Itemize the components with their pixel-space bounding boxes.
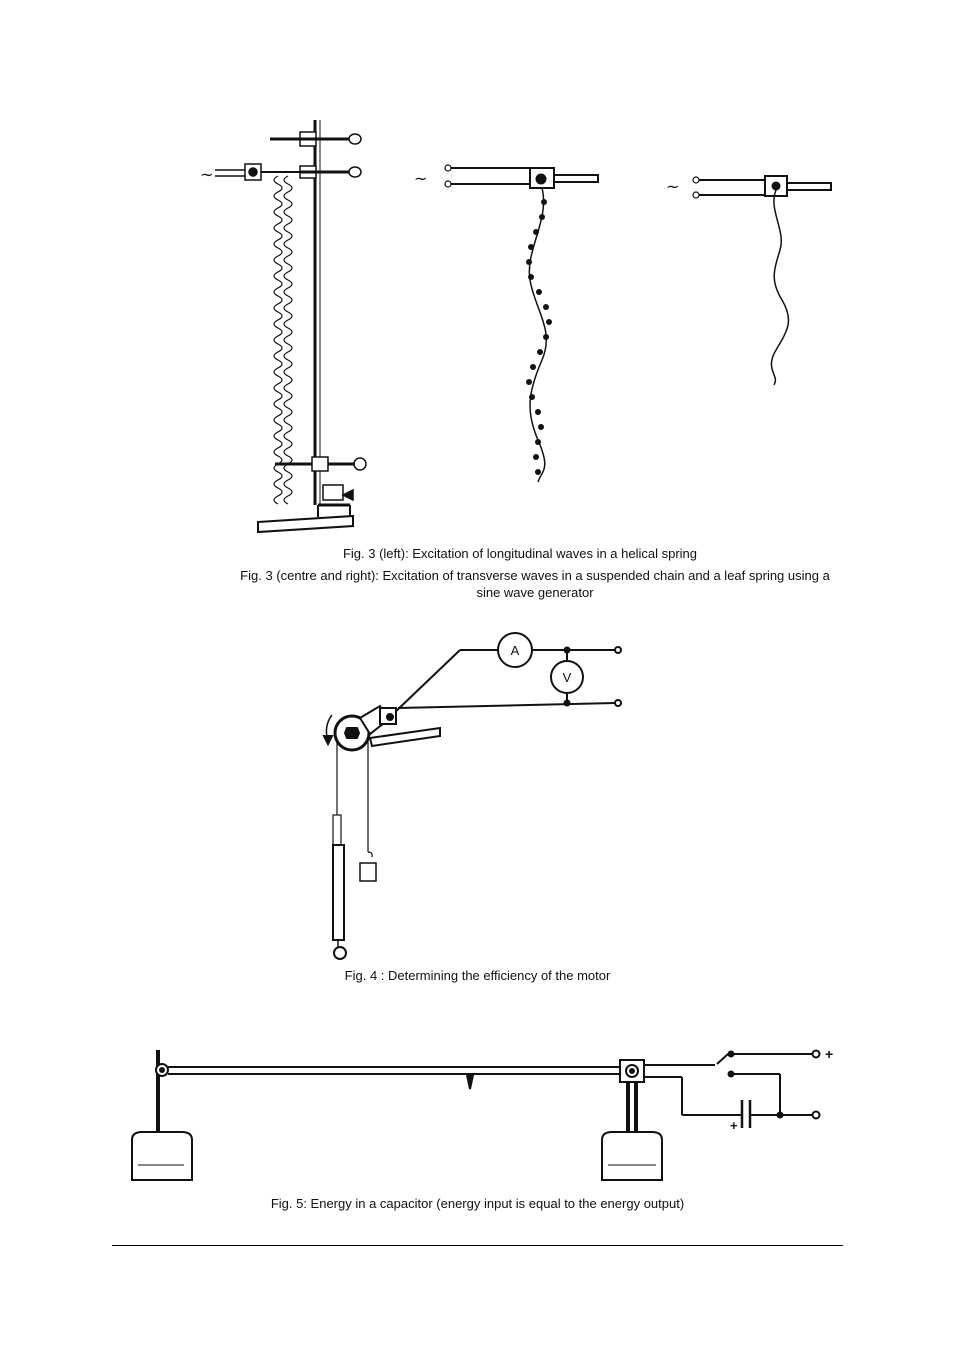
fig3-drawing: ~ ~ (190, 110, 850, 545)
fig5-caption: Fig. 5: Energy in a capacitor (energy in… (270, 1196, 685, 1211)
plus-terminal-label: + (825, 1046, 833, 1062)
fig4-caption: Fig. 4 : Determining the efficiency of t… (344, 968, 611, 983)
ac-symbol-right: ~ (666, 177, 679, 196)
fig5-drawing: + + (120, 1010, 840, 1190)
ammeter-label: A (511, 643, 520, 658)
fig3-caption-line2: Fig. 3 (centre and right): Excitation of… (240, 568, 830, 583)
voltmeter-icon (550, 660, 584, 694)
suspended-chain-apparatus (444, 164, 599, 483)
ac-symbol-left: ~ (200, 165, 213, 184)
footer-rule (112, 1245, 843, 1246)
capacitor-apparatus (131, 1049, 821, 1181)
fig4-drawing: A V (310, 620, 640, 965)
capacitor-plus-label: + (730, 1118, 738, 1133)
leaf-spring-apparatus (692, 175, 832, 386)
fig3-svg: ~ ~ (200, 120, 832, 534)
ac-symbol-centre: ~ (414, 169, 427, 188)
fig3-caption-line3: sine wave generator (476, 585, 594, 600)
voltmeter-label: V (563, 670, 572, 685)
ammeter-icon (497, 632, 533, 668)
fig5-svg: + + (131, 1046, 833, 1181)
helical-spring-apparatus (215, 120, 367, 534)
fig3-caption-line1: Fig. 3 (left): Excitation of longitudina… (342, 546, 698, 561)
fig4-svg: A V (322, 632, 622, 960)
motor-circuit (322, 632, 622, 960)
